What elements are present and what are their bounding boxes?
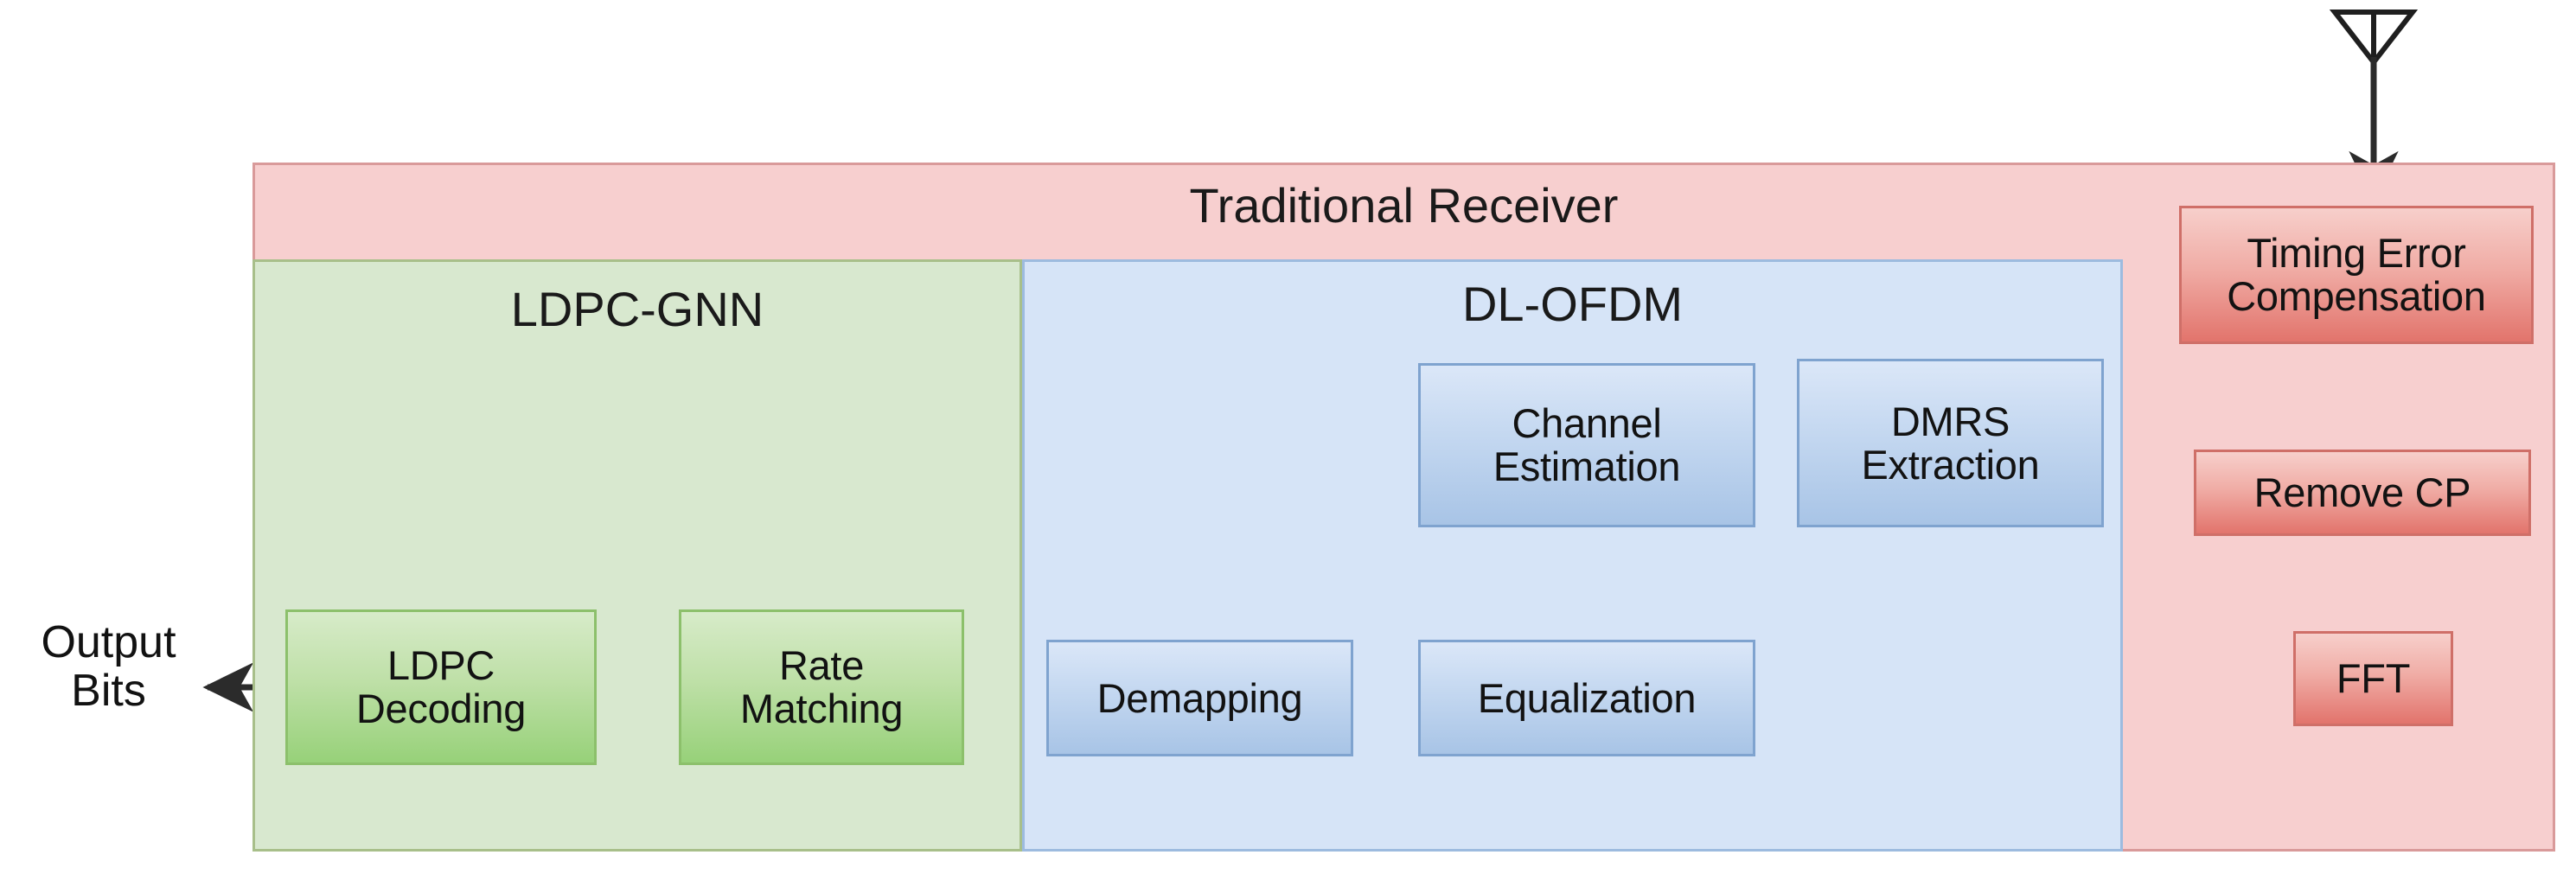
region-ldpc-gnn-title: LDPC-GNN [510, 282, 764, 336]
block-channel-estimation-line2: Estimation [1493, 443, 1681, 489]
block-rate-matching-line1: Rate [778, 642, 865, 689]
block-ldpc-decoding-line1: LDPC [387, 642, 495, 689]
block-demapping-line1: Demapping [1096, 674, 1303, 721]
region-dl-ofdm: DL-OFDM [1022, 259, 2123, 852]
block-rate-matching[interactable]: Rate Matching [679, 609, 964, 765]
label-output-bits-line2: Bits [71, 666, 146, 717]
block-dmrs-extraction-line1: DMRS [1890, 398, 2010, 444]
label-output-bits: Output Bits [16, 618, 201, 715]
block-dmrs-extraction[interactable]: DMRS Extraction [1797, 359, 2104, 527]
block-fft[interactable]: FFT [2293, 631, 2453, 726]
label-output-bits-line1: Output [41, 617, 176, 667]
block-ldpc-decoding[interactable]: LDPC Decoding [285, 609, 597, 765]
block-timing-error-line2: Compensation [2227, 273, 2486, 319]
block-dmrs-extraction-line2: Extraction [1861, 441, 2040, 488]
block-timing-error-line1: Timing Error [2247, 230, 2466, 277]
block-demapping[interactable]: Demapping [1046, 640, 1353, 756]
antenna-icon [2329, 10, 2419, 67]
block-fft-line1: FFT [2336, 655, 2411, 702]
block-remove-cp-line1: Remove CP [2253, 469, 2471, 516]
block-remove-cp[interactable]: Remove CP [2194, 450, 2531, 536]
region-dl-ofdm-title: DL-OFDM [1461, 277, 1684, 331]
block-ldpc-decoding-line2: Decoding [355, 686, 527, 731]
block-channel-estimation-line1: Channel [1512, 400, 1662, 447]
block-channel-estimation[interactable]: Channel Estimation [1418, 363, 1755, 527]
block-equalization-line1: Equalization [1477, 674, 1697, 721]
block-rate-matching-line2: Matching [739, 686, 904, 731]
block-timing-error-compensation[interactable]: Timing Error Compensation [2179, 206, 2534, 344]
block-equalization[interactable]: Equalization [1418, 640, 1755, 756]
region-traditional-title: Traditional Receiver [1189, 178, 1619, 233]
